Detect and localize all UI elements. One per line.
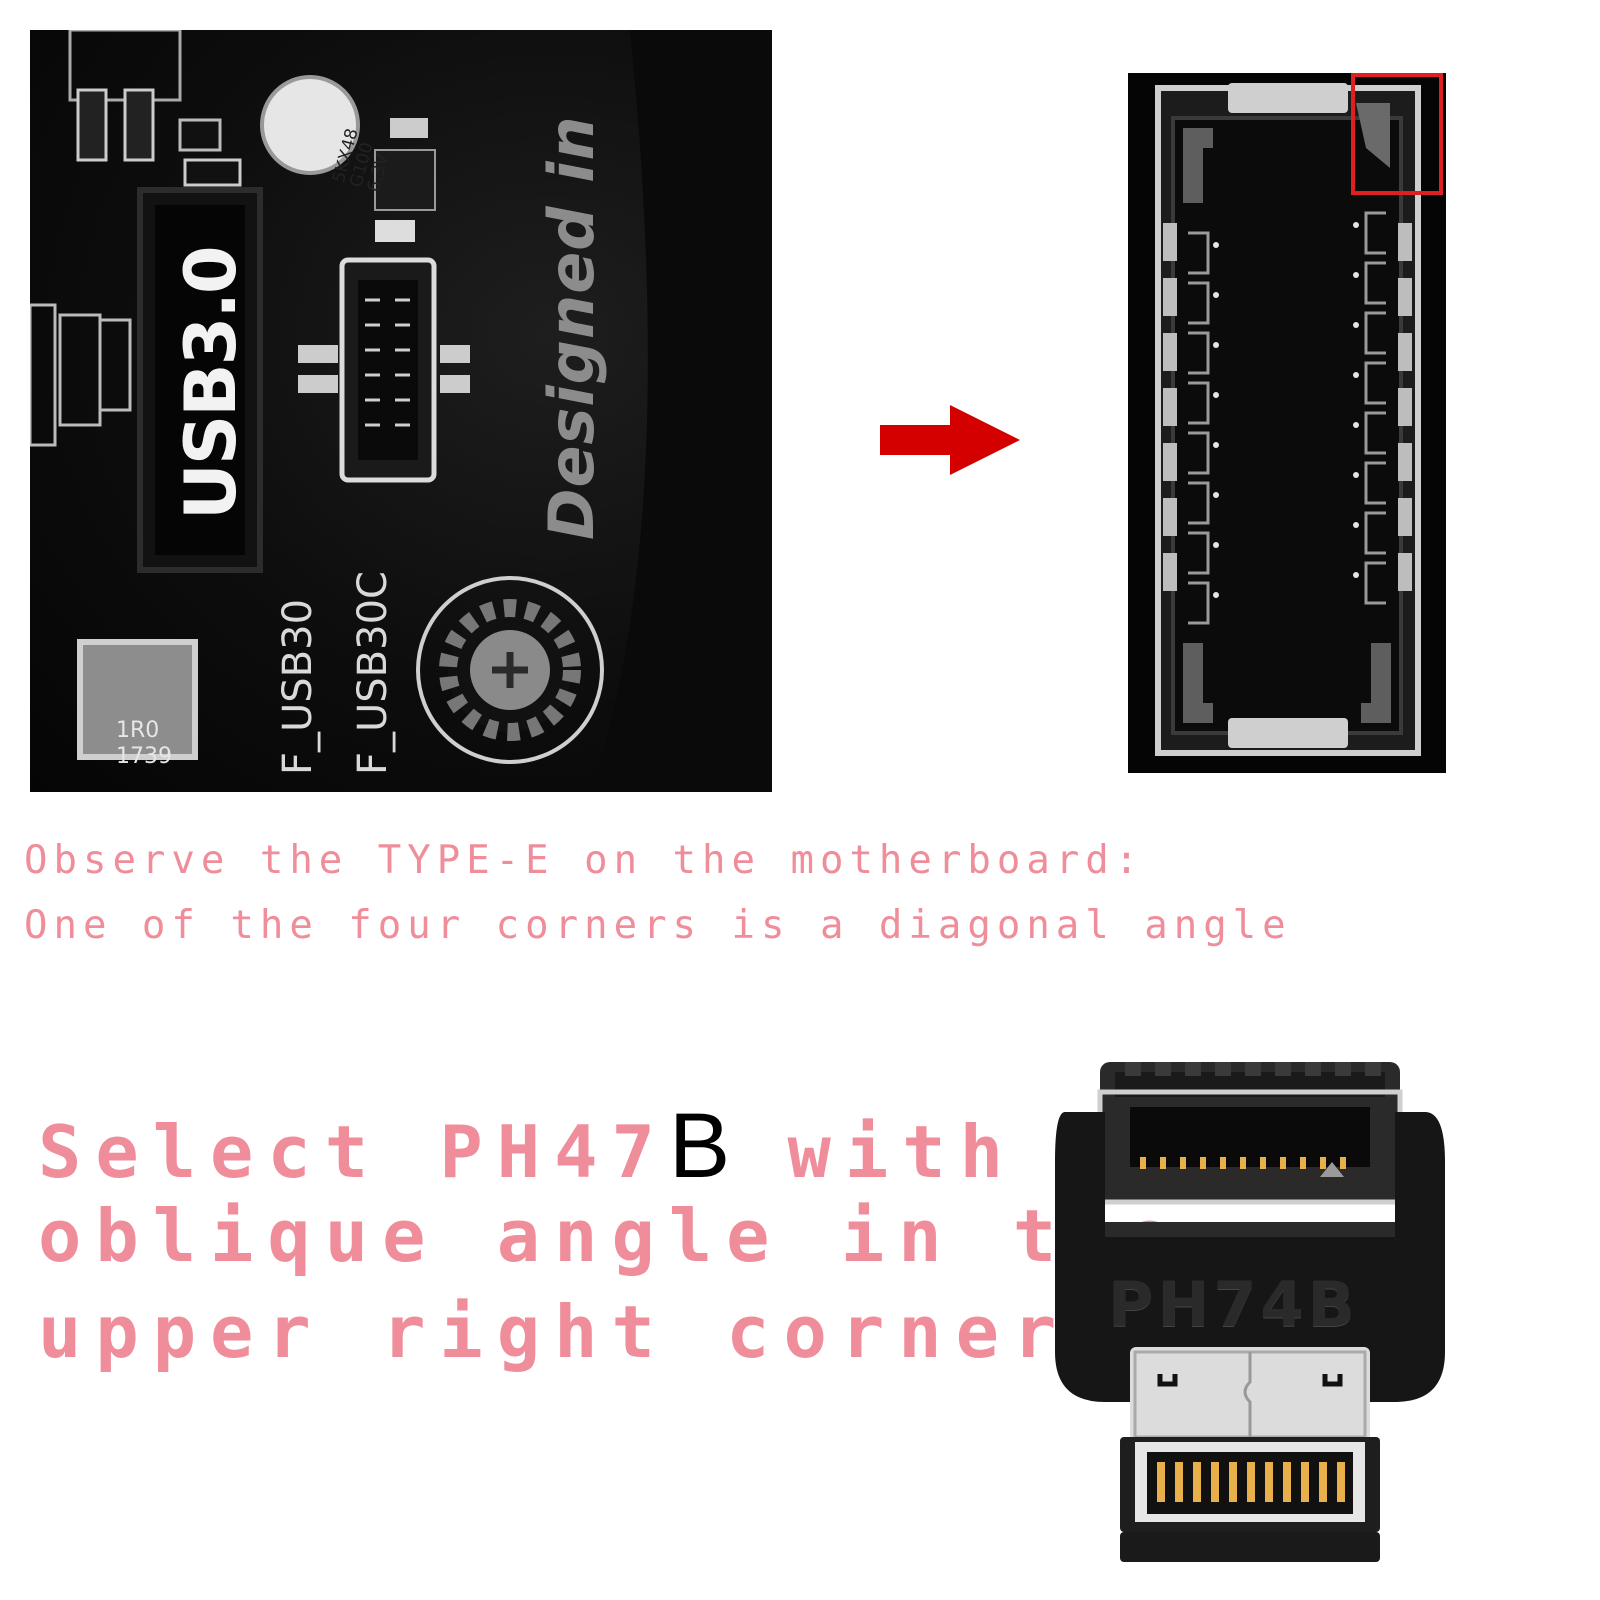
instruction-suffix: with xyxy=(730,1110,1017,1194)
diagonal-corner-highlight xyxy=(1351,73,1443,195)
caption-line-1: Observe the TYPE-E on the motherboard: xyxy=(24,838,1145,883)
inductor-marking: 1R0 1739 xyxy=(116,718,172,769)
instruction-line-1: Select PH47B with xyxy=(38,1100,1185,1194)
arrow-right-icon xyxy=(880,405,1020,475)
adapter-product-image xyxy=(1055,1062,1455,1582)
designed-in-silkscreen: Designed in xyxy=(535,115,608,540)
instruction-prefix: Select PH47 xyxy=(38,1110,669,1194)
instruction-text: Select PH47B with oblique angle in the u… xyxy=(38,1100,1185,1374)
instruction-line-2: oblique angle in the xyxy=(38,1194,1185,1278)
motherboard-illustration xyxy=(30,30,772,792)
f-usb30-silkscreen: F_USB30 xyxy=(275,598,321,775)
type-e-connector-closeup xyxy=(1128,73,1446,773)
instruction-line-3: upper right corner xyxy=(38,1290,1071,1374)
caption-line-2: One of the four corners is a diagonal an… xyxy=(24,903,1292,948)
motherboard-photo: USB3.0 Designed in F_USB30 F_USB30C 5KX4… xyxy=(30,30,772,792)
instruction-model-letter: B xyxy=(668,1095,731,1197)
usb30-header-label: USB3.0 xyxy=(170,247,252,520)
adapter-model-label: PH74B xyxy=(1108,1268,1359,1341)
f-usb30c-silkscreen: F_USB30C xyxy=(350,571,396,775)
